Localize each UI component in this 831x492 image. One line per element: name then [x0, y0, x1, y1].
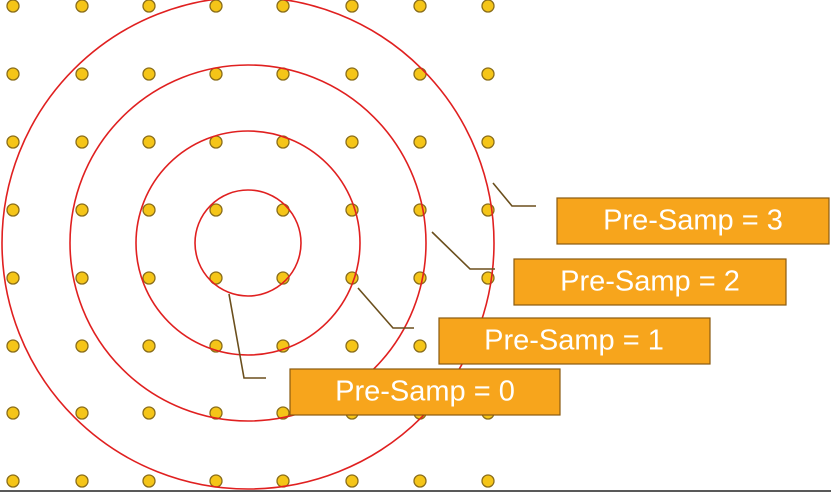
label-group: Pre-Samp = 0 Pre-Samp = 1 Pre-Samp = 2 P…: [289, 197, 830, 416]
sample-dot: [75, 135, 89, 149]
label-presamp-2: Pre-Samp = 2: [513, 258, 787, 306]
sample-dot: [413, 339, 427, 353]
sample-dot: [6, 474, 20, 488]
sample-dot: [413, 135, 427, 149]
leader-line-presamp-2: [431, 231, 495, 270]
sample-dot: [276, 406, 290, 420]
sample-dot: [75, 339, 89, 353]
leader-line-presamp-0: [228, 293, 266, 379]
sample-dot: [413, 474, 427, 488]
sample-dot: [413, 0, 427, 13]
label-text-presamp-2: Pre-Samp = 2: [560, 266, 740, 298]
sample-dot: [6, 67, 20, 81]
sample-dot: [209, 0, 223, 13]
sampling-ring-1: [135, 130, 361, 356]
sample-dot: [481, 474, 495, 488]
sample-dot: [209, 474, 223, 488]
label-box-presamp-1: [438, 317, 711, 365]
sample-dot: [75, 271, 89, 285]
sample-dot: [6, 203, 20, 217]
sample-dot: [6, 135, 20, 149]
sample-dot: [209, 271, 223, 285]
leader-line-presamp-3: [492, 182, 536, 207]
sample-dot: [209, 406, 223, 420]
sampling-ring-2: [69, 64, 427, 422]
label-box-presamp-2: [513, 258, 787, 306]
sample-dot: [142, 67, 156, 81]
label-text-presamp-1: Pre-Samp = 1: [484, 325, 664, 357]
sampling-ring-0: [194, 189, 302, 297]
sampling-ring-3: [1, 0, 495, 490]
sample-dot: [142, 203, 156, 217]
label-presamp-3: Pre-Samp = 3: [556, 197, 830, 245]
label-leaders: [228, 182, 536, 379]
sample-dot: [6, 271, 20, 285]
sample-dot: [75, 406, 89, 420]
sample-dot: [142, 339, 156, 353]
sample-grid: [6, 0, 495, 488]
sample-dot: [6, 0, 20, 13]
sample-dot: [142, 474, 156, 488]
sample-dot: [6, 339, 20, 353]
sample-dot: [142, 406, 156, 420]
sample-dot: [413, 67, 427, 81]
sample-dot: [276, 203, 290, 217]
sample-dot: [276, 0, 290, 13]
label-text-presamp-0: Pre-Samp = 0: [335, 376, 515, 408]
sample-dot: [345, 67, 359, 81]
sample-dot: [481, 0, 495, 13]
sample-dot: [345, 0, 359, 13]
sample-dot: [345, 474, 359, 488]
sample-dot: [481, 135, 495, 149]
sample-dot: [345, 135, 359, 149]
label-presamp-0: Pre-Samp = 0: [289, 368, 561, 416]
sample-dot: [481, 67, 495, 81]
label-box-presamp-0: [289, 368, 561, 416]
sampling-rings: [1, 0, 495, 490]
sample-dot: [75, 0, 89, 13]
sample-dot: [209, 203, 223, 217]
sample-dot: [75, 67, 89, 81]
sample-dot: [345, 339, 359, 353]
sample-dot: [142, 0, 156, 13]
label-box-presamp-3: [556, 197, 830, 245]
sample-dot: [6, 406, 20, 420]
sample-dot: [142, 271, 156, 285]
label-text-presamp-3: Pre-Samp = 3: [603, 205, 783, 237]
sample-dot: [75, 474, 89, 488]
sample-dot: [413, 271, 427, 285]
label-presamp-1: Pre-Samp = 1: [438, 317, 711, 365]
sample-dot: [75, 203, 89, 217]
sample-dot: [209, 67, 223, 81]
leader-line-presamp-1: [357, 287, 414, 329]
sample-dot: [345, 203, 359, 217]
sample-dot: [142, 135, 156, 149]
